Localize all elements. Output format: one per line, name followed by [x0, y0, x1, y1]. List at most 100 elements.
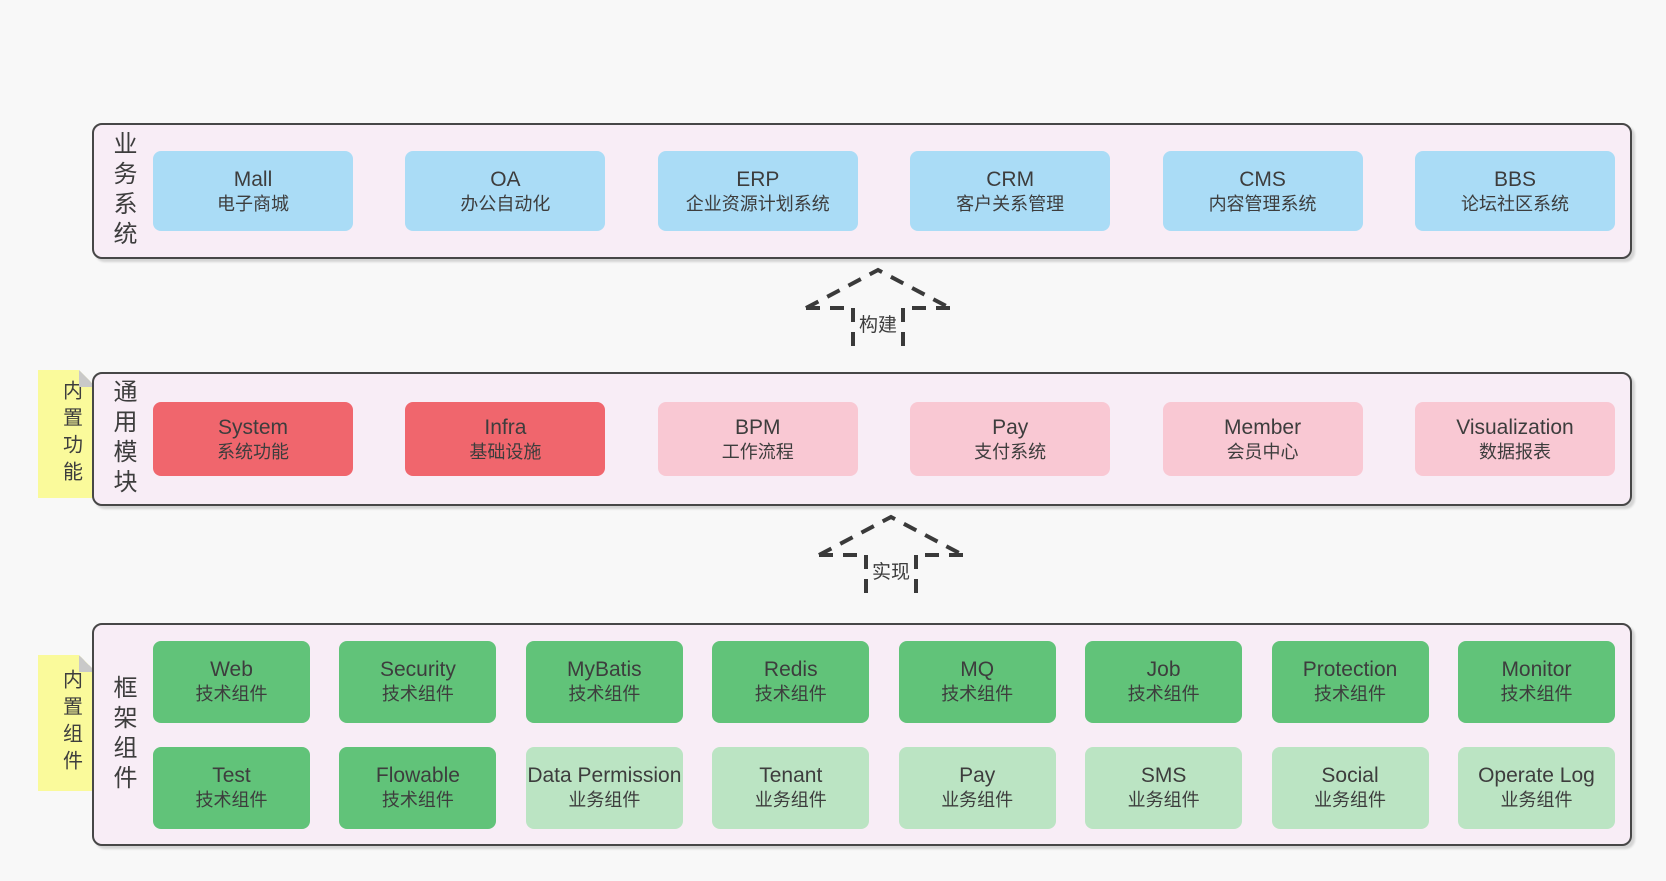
- card-subtitle: 技术组件: [195, 684, 268, 705]
- card-title: Infra: [484, 415, 527, 439]
- card-subtitle: 内容管理系统: [1208, 193, 1317, 214]
- card-subtitle: 技术组件: [195, 790, 268, 811]
- card-title: SMS: [1140, 764, 1187, 788]
- card-subtitle: 企业资源计划系统: [685, 193, 830, 214]
- panel-label-common-modules: 通用模块: [109, 379, 136, 499]
- card-title: MyBatis: [567, 658, 642, 682]
- card-subtitle: 技术组件: [381, 790, 454, 811]
- card-subtitle: 办公自动化: [460, 193, 551, 214]
- card-subtitle: 技术组件: [1314, 684, 1387, 705]
- card-subtitle: 工作流程: [721, 441, 794, 462]
- card-title: Web: [210, 658, 253, 682]
- card-subtitle: 业务组件: [941, 790, 1014, 811]
- sticky-label: 内置功能: [59, 380, 82, 488]
- sticky-note-built-in-components: 内置组件: [38, 655, 96, 791]
- arrow-label: 构建: [856, 310, 900, 337]
- card-subtitle: 技术组件: [381, 684, 454, 705]
- build-arrow: 构建: [803, 266, 953, 350]
- card-title: BBS: [1493, 167, 1536, 191]
- card-subtitle: 技术组件: [1500, 684, 1573, 705]
- card-subtitle: 技术组件: [568, 684, 641, 705]
- card-subtitle: 基础设施: [469, 441, 542, 462]
- card-subtitle: 技术组件: [941, 684, 1014, 705]
- card-title: Pay: [992, 415, 1029, 439]
- card-subtitle: 技术组件: [1127, 684, 1200, 705]
- card-subtitle: 业务组件: [1314, 790, 1387, 811]
- card-title: Data Permission: [527, 764, 682, 788]
- card-title: Member: [1224, 415, 1302, 439]
- card-subtitle: 客户关系管理: [956, 193, 1065, 214]
- card-subtitle: 业务组件: [754, 790, 827, 811]
- sticky-label: 内置组件: [59, 669, 82, 777]
- card-subtitle: 电子商城: [217, 193, 289, 214]
- card-subtitle: 系统功能: [217, 441, 289, 462]
- card-title: Mall: [233, 167, 273, 191]
- card-title: BPM: [735, 415, 781, 439]
- card-title: Monitor: [1501, 658, 1572, 682]
- card-subtitle: 业务组件: [1500, 790, 1573, 811]
- card-title: Protection: [1302, 658, 1398, 682]
- card-subtitle: 业务组件: [1127, 790, 1200, 811]
- panel-label-framework-components: 框架组件: [109, 674, 136, 795]
- card-subtitle: 业务组件: [568, 790, 641, 811]
- card-title: CRM: [986, 167, 1035, 191]
- card-subtitle: 会员中心: [1226, 441, 1299, 462]
- card-subtitle: 数据报表: [1478, 441, 1551, 462]
- card-subtitle: 论坛社区系统: [1460, 193, 1569, 214]
- card-title: Redis: [763, 658, 818, 682]
- panel-label-business-systems: 业务系统: [109, 131, 136, 251]
- dashed-up-arrow-icon: [818, 514, 964, 597]
- arrow-label: 实现: [869, 557, 913, 584]
- card-title: Pay: [959, 764, 996, 788]
- implement-arrow: 实现: [816, 513, 966, 597]
- card-title: Job: [1146, 658, 1181, 682]
- card-title: Flowable: [375, 764, 460, 788]
- card-title: MQ: [960, 658, 995, 682]
- card-title: Social: [1321, 764, 1379, 788]
- card-subtitle: 技术组件: [754, 684, 827, 705]
- card-title: Visualization: [1456, 415, 1574, 439]
- card-title: Test: [212, 764, 251, 788]
- dashed-up-arrow-icon: [805, 267, 951, 350]
- card-title: CMS: [1239, 167, 1286, 191]
- card-title: ERP: [736, 167, 780, 191]
- card-title: Tenant: [759, 764, 823, 788]
- card-title: System: [217, 415, 288, 439]
- card-title: OA: [490, 167, 521, 191]
- card-subtitle: 支付系统: [974, 441, 1047, 462]
